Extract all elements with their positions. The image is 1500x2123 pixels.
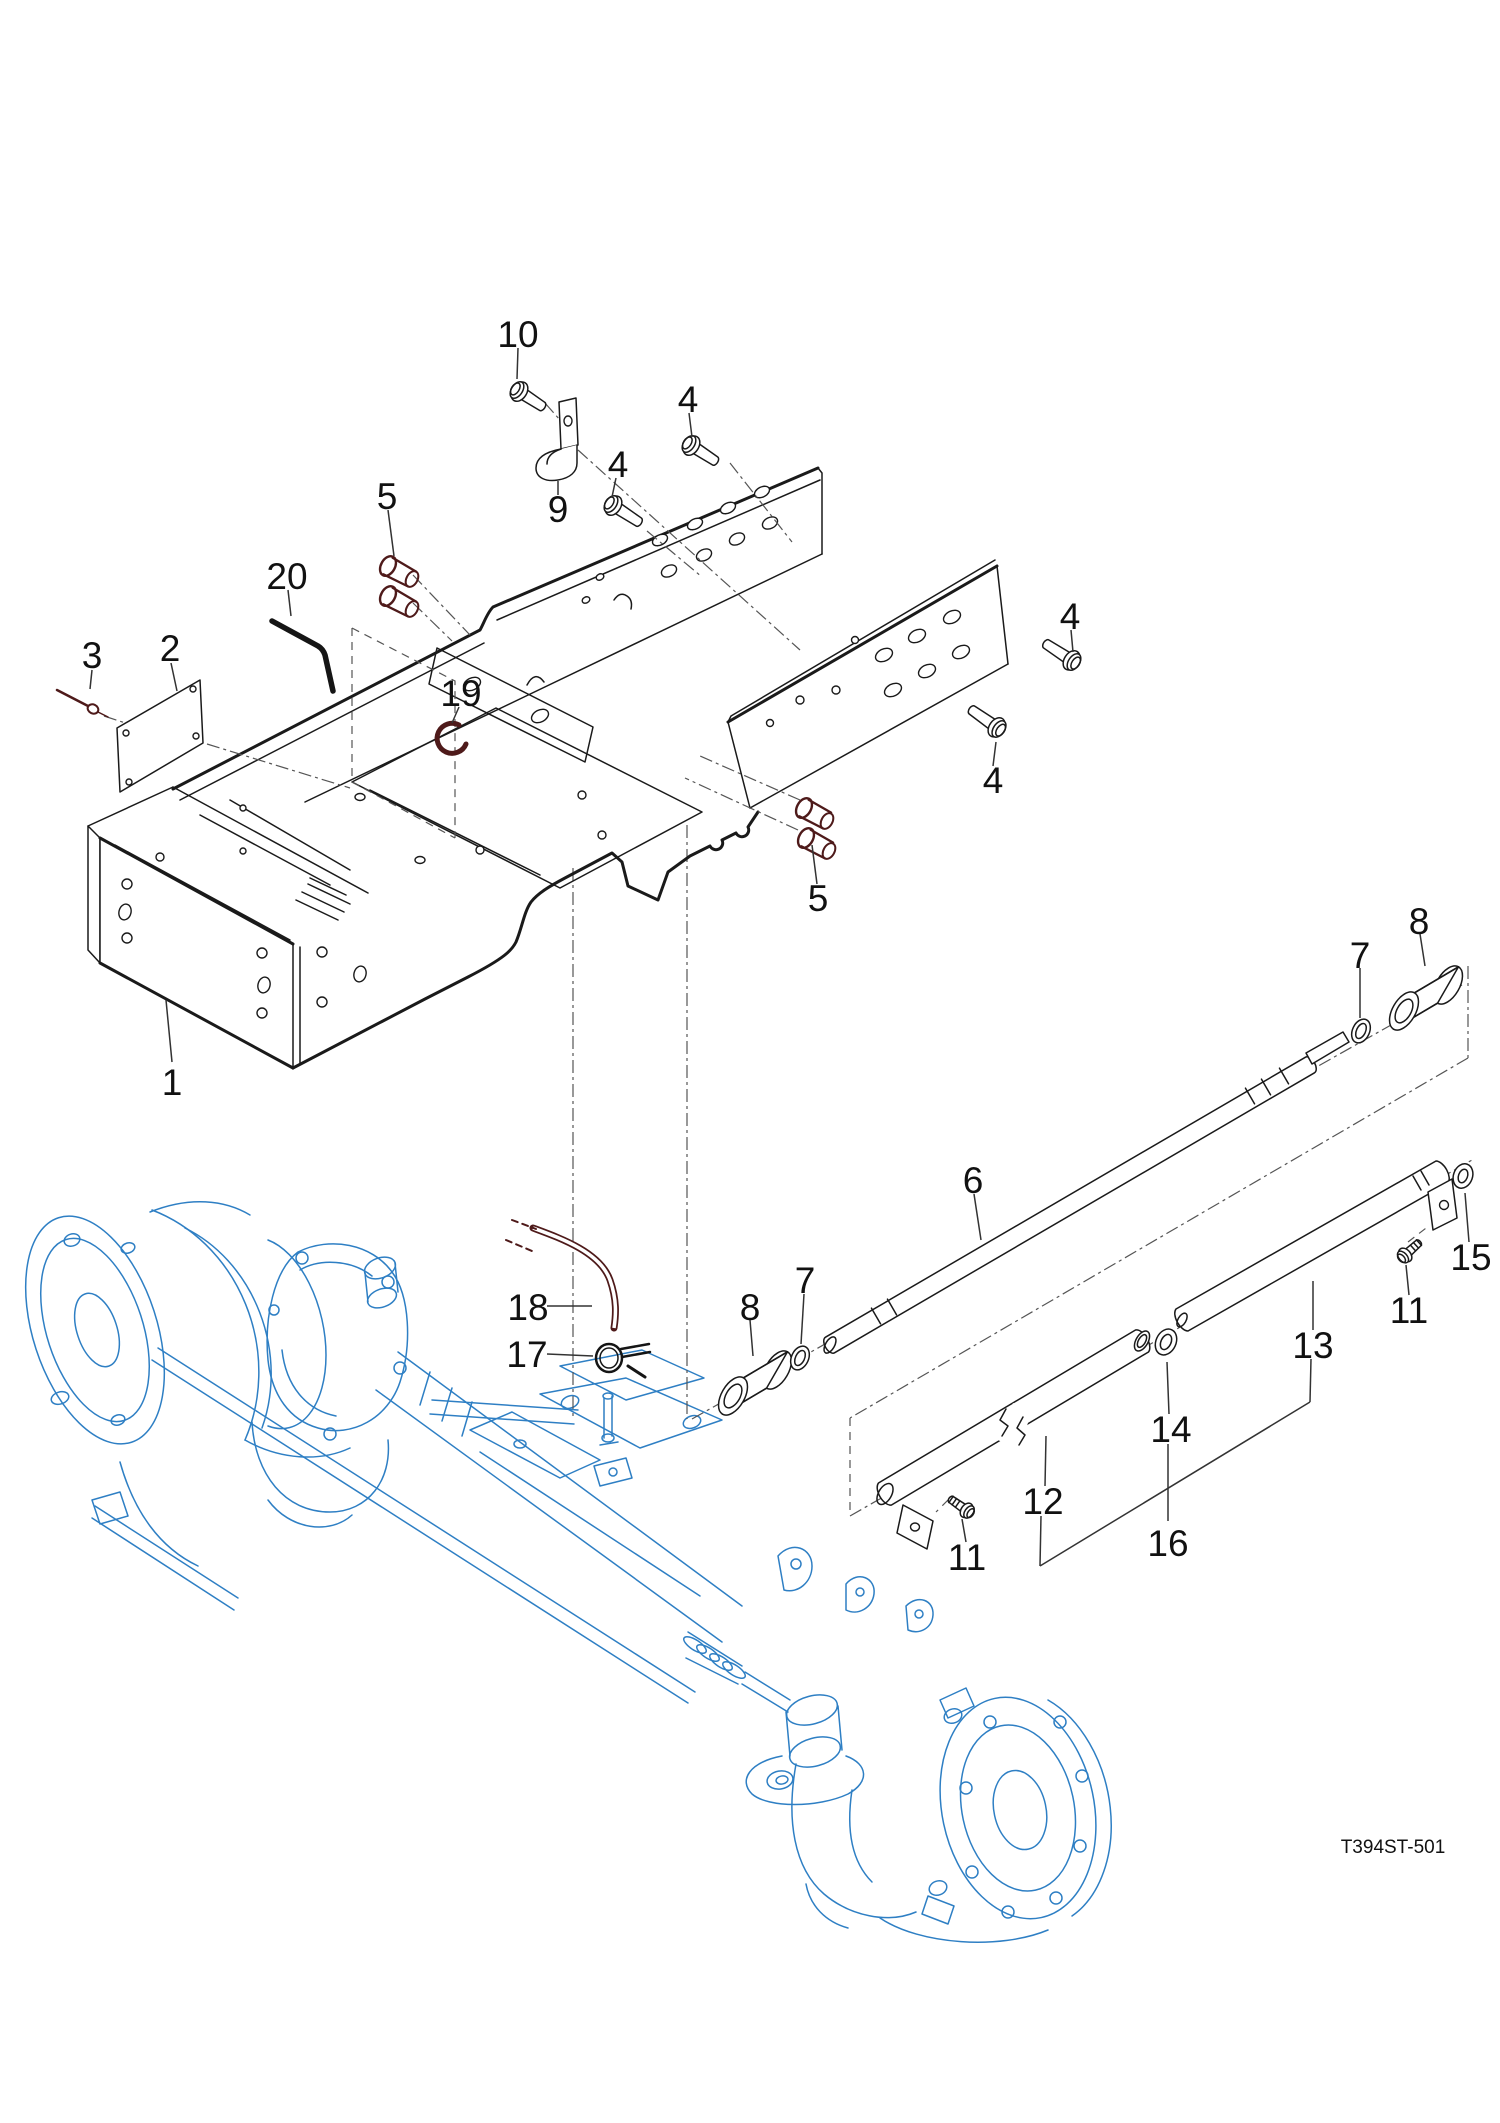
callout-leader [287, 589, 292, 617]
callout-9: 9 [548, 489, 569, 530]
drawing-code: T394ST-501 [1341, 1837, 1446, 1858]
hose-18 [505, 1219, 619, 1332]
callout-13: 13 [1292, 1325, 1333, 1366]
bushing-8-right [1388, 965, 1464, 1031]
callout-leader [451, 706, 460, 724]
callout-17: 17 [506, 1334, 547, 1375]
callout-leader [1419, 933, 1426, 967]
steering-pipe-13 [1174, 1160, 1458, 1332]
callout-leader [1405, 1264, 1410, 1296]
callout-18: 18 [507, 1287, 548, 1328]
steering-pipe-group [717, 965, 1474, 1567]
flange-bolt [681, 434, 720, 466]
clamp-bracket-9 [535, 397, 579, 482]
hook-clip-19 [434, 720, 469, 756]
callout-5: 5 [377, 476, 398, 517]
callout-leader [170, 662, 178, 692]
callout-leader [1070, 629, 1074, 653]
callout-leader [1166, 1361, 1170, 1415]
construction-lines-upper [103, 402, 801, 839]
callout-leader [1309, 1358, 1312, 1403]
callout-4: 4 [678, 379, 699, 420]
flange-bolt [509, 380, 547, 412]
callout-leader [992, 741, 997, 767]
callout-leader [688, 412, 693, 438]
flange-bolt [947, 1495, 976, 1519]
flange-bolt [1041, 638, 1082, 672]
callout-15: 15 [1450, 1237, 1491, 1278]
callout-leader [387, 509, 395, 557]
pin-3 [55, 688, 109, 718]
o-ring-7-right [1350, 1018, 1372, 1044]
callout-4: 4 [608, 444, 629, 485]
callout-leader [516, 347, 519, 380]
flange-bolt [967, 705, 1007, 738]
callout-leader [1039, 1515, 1042, 1567]
callout-12: 12 [1022, 1481, 1063, 1522]
callout-leader [800, 1293, 805, 1345]
flange-bolt [1396, 1239, 1423, 1264]
callout-11: 11 [1390, 1290, 1428, 1331]
callout-leader [1044, 1435, 1047, 1487]
callout-leader [961, 1518, 967, 1543]
bent-rod-20 [269, 618, 336, 694]
callout-8: 8 [740, 1287, 761, 1328]
callout-6: 6 [963, 1160, 984, 1201]
callout-7: 7 [795, 1260, 816, 1301]
callout-4: 4 [1060, 596, 1081, 637]
callout-1: 1 [162, 1062, 183, 1103]
callout-19: 19 [440, 673, 481, 714]
callout-leader [165, 999, 173, 1063]
callout-3: 3 [82, 635, 103, 676]
callout-16: 16 [1147, 1523, 1188, 1564]
o-ring-7-left [789, 1345, 811, 1371]
cover-plate-2 [116, 679, 204, 793]
callout-leader [89, 669, 93, 690]
assembly-bracket-line [1039, 1401, 1311, 1567]
callout-leader [973, 1193, 982, 1241]
bushing-5-top [378, 555, 420, 618]
callout-leader [611, 477, 617, 498]
small-parts [55, 397, 837, 1379]
callout-leader [1464, 1192, 1470, 1243]
front-frame [87, 466, 1009, 1070]
hose-clamp-17 [594, 1342, 652, 1379]
callout-2: 2 [160, 628, 181, 669]
front-axle-assembly [24, 1200, 1112, 1943]
o-ring-14 [1154, 1328, 1178, 1356]
bushing-8-left [717, 1350, 793, 1416]
callout-7: 7 [1350, 935, 1371, 976]
callout-leader [749, 1319, 754, 1357]
o-ring-15 [1452, 1163, 1474, 1189]
callout-leader [811, 844, 818, 885]
power-steering-pipe-6 [823, 1031, 1350, 1354]
callout-5: 5 [808, 878, 829, 919]
steering-pipe-12 [876, 1329, 1151, 1550]
callout-leader [546, 1353, 594, 1357]
callout-11: 11 [948, 1537, 986, 1578]
callout-8: 8 [1409, 901, 1430, 942]
callout-20: 20 [266, 556, 307, 597]
bushing-5-bottom [794, 797, 837, 860]
callout-14: 14 [1150, 1409, 1191, 1450]
flange-bolt [603, 494, 644, 528]
callout-10: 10 [497, 314, 538, 355]
bolts-group [509, 380, 1423, 1519]
callout-4: 4 [983, 760, 1004, 801]
